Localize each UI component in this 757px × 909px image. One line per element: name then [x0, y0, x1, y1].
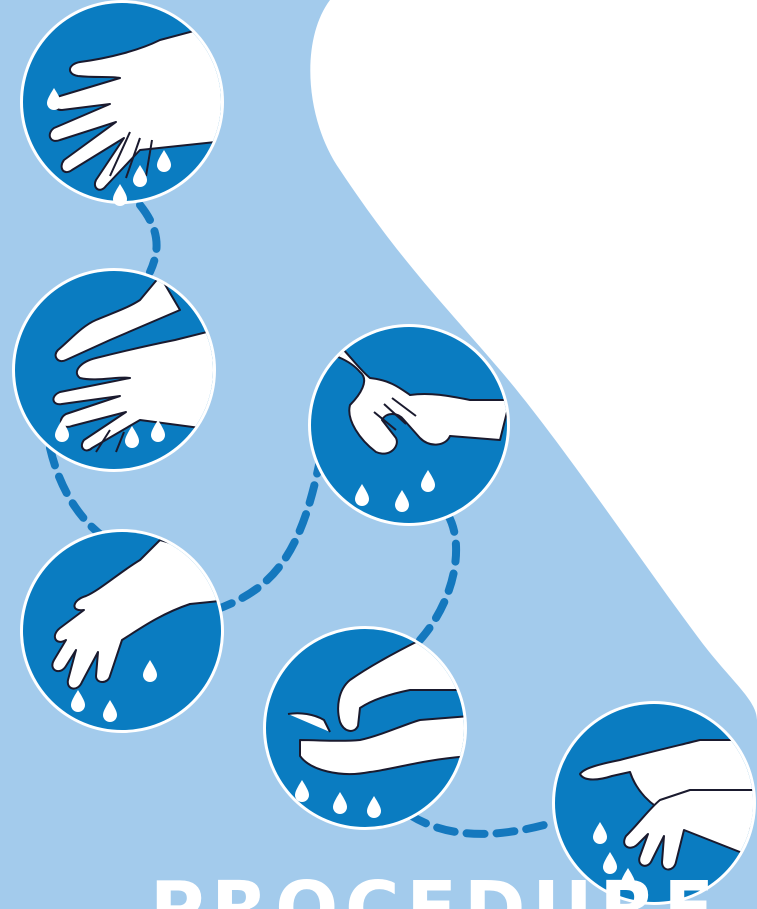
step-3-interlaced-fingers-icon — [308, 324, 510, 526]
step-2-palm-over-back-icon — [12, 268, 216, 472]
procedure-title-text: PROCEDURE — [150, 872, 650, 909]
